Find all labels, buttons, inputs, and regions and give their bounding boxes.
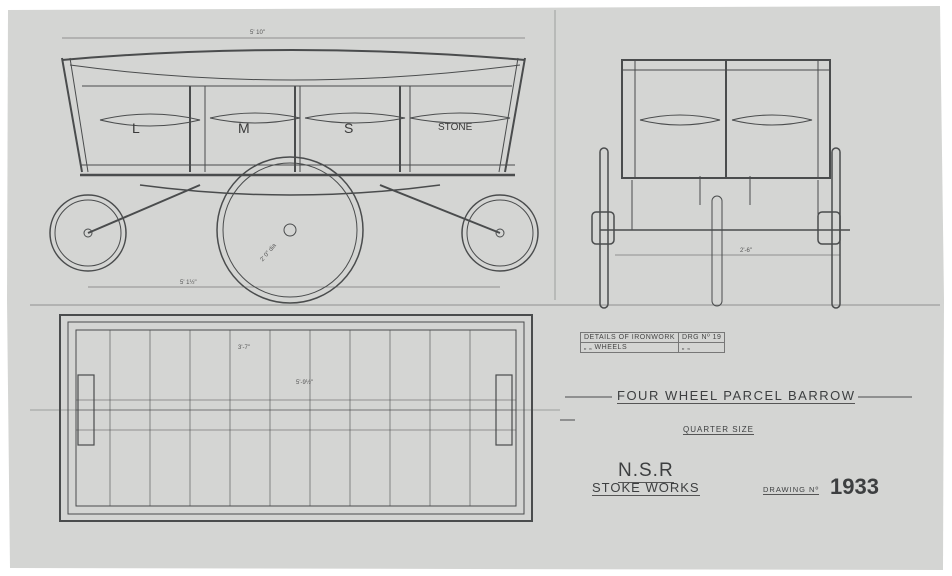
right-wheel <box>461 194 539 272</box>
end-view <box>554 10 850 309</box>
drawing-title: FOUR WHEEL PARCEL BARROW <box>617 388 856 404</box>
letter-l: L <box>132 120 140 136</box>
side-view <box>30 37 940 306</box>
dim-plan-inner: 5'-9½" <box>296 380 313 386</box>
drawing-number: 1933 <box>830 474 879 499</box>
plan-view <box>30 314 560 522</box>
letter-s: S <box>344 120 354 136</box>
letter-stone: STONE <box>438 122 473 133</box>
letter-m: M <box>238 120 250 136</box>
left-wheel <box>49 194 127 272</box>
company-name: N.S.R <box>618 460 674 483</box>
paper <box>7 6 944 570</box>
reference-row: „ „ WHEELS„ „ <box>579 342 726 353</box>
dim-plan-width: 3'-7" <box>238 345 250 351</box>
dim-overall-length: 5' 10" <box>250 30 265 36</box>
reference-drawing: DRG Nº 19 <box>678 332 726 343</box>
dim-end-width: 2'-6" <box>740 248 752 254</box>
works-name: STOKE WORKS <box>592 480 700 496</box>
dim-wheelbase: 5' 1½" <box>180 280 197 286</box>
drawing-scale: QUARTER SIZE <box>683 425 754 435</box>
reference-item: DETAILS OF IRONWORK <box>579 332 680 343</box>
reference-item: „ „ WHEELS <box>579 342 680 353</box>
center-wheel <box>216 156 364 304</box>
drawing-number-label: DRAWING Nº <box>763 485 820 495</box>
reference-drawing: „ „ <box>678 342 726 353</box>
